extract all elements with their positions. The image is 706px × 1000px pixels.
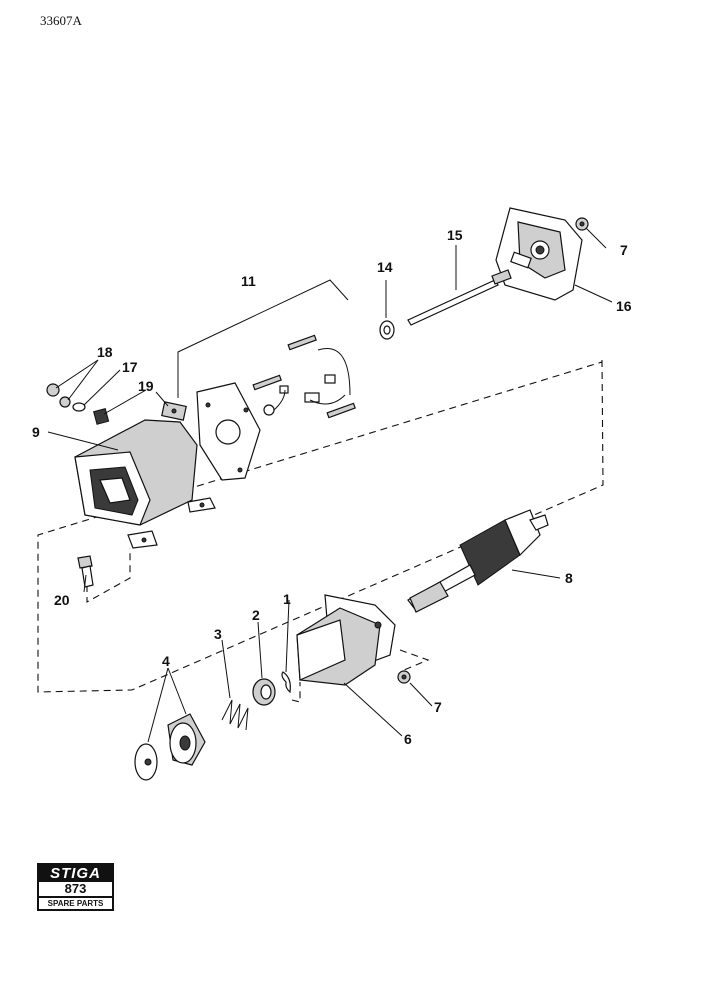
callout-18: 18 xyxy=(97,344,113,360)
washer-part xyxy=(379,320,395,340)
logo-model: 873 xyxy=(39,882,112,898)
drive-end-dash xyxy=(291,682,301,703)
callout-17: 17 xyxy=(122,359,138,375)
callout-9: 9 xyxy=(32,424,40,440)
nut-part-top xyxy=(575,217,589,231)
retaining-ring-part xyxy=(281,671,291,694)
logo-brand: STIGA xyxy=(39,865,112,882)
end-cap-part xyxy=(495,207,583,301)
brush-holder-parts xyxy=(252,334,356,419)
field-frame-part xyxy=(74,419,216,549)
drive-end-dash-2 xyxy=(399,649,430,671)
armature-part xyxy=(407,509,549,613)
through-bolt-part xyxy=(407,269,512,326)
nut-part-lower xyxy=(397,670,411,684)
callout-7-top: 7 xyxy=(620,242,628,258)
callout-19: 19 xyxy=(138,378,154,394)
logo-subtitle: SPARE PARTS xyxy=(47,899,104,908)
pinion-drive-part xyxy=(134,713,206,781)
callout-6: 6 xyxy=(404,731,412,747)
callout-15: 15 xyxy=(447,227,463,243)
leader-lines xyxy=(47,227,613,743)
callout-2: 2 xyxy=(252,607,260,623)
bolt-dash-bracket xyxy=(86,548,131,603)
collar-part xyxy=(252,678,276,706)
stiga-logo: STIGA 873 SPARE PARTS xyxy=(37,863,114,911)
callout-1: 1 xyxy=(283,591,291,607)
brush-plate-part xyxy=(196,382,261,481)
callout-11: 11 xyxy=(241,273,256,289)
callout-20: 20 xyxy=(54,592,70,608)
document-id: 33607A xyxy=(40,13,82,28)
assembly-outline xyxy=(37,359,604,693)
terminal-hardware-parts xyxy=(46,383,187,425)
callout-4: 4 xyxy=(162,653,170,669)
callout-7-lower: 7 xyxy=(434,699,442,715)
callout-16: 16 xyxy=(616,298,632,314)
drive-housing-part xyxy=(296,594,396,686)
callout-14: 14 xyxy=(377,259,393,275)
callout-8: 8 xyxy=(565,570,573,586)
callout-3: 3 xyxy=(214,626,222,642)
spring-part xyxy=(221,699,249,731)
